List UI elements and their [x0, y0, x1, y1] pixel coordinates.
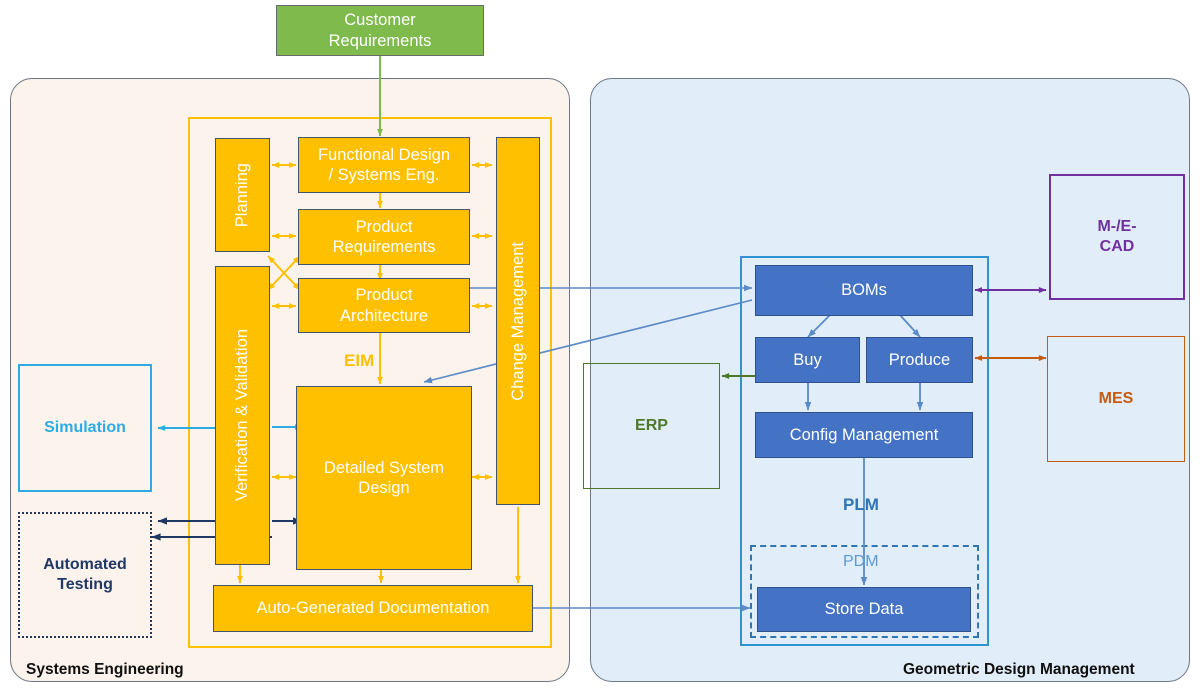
panel-systems-engineering	[10, 78, 570, 682]
node-mes-label: MES	[1098, 390, 1134, 408]
node-mcad-ecad-label: M-/E-CAD	[1097, 218, 1137, 255]
plm-frame	[740, 256, 989, 646]
panel-right-label: Geometric Design Management	[903, 661, 1135, 678]
node-config-management-label: Config Management	[789, 425, 939, 444]
node-buy-label: Buy	[793, 350, 822, 369]
node-auto-generated-documentation[interactable]: Auto-Generated Documentation	[213, 585, 533, 632]
node-mcad-ecad[interactable]: M-/E-CAD	[1049, 174, 1185, 300]
node-change-management-label: Change Management	[508, 241, 527, 401]
node-config-management[interactable]: Config Management	[755, 412, 973, 458]
caption-eim: EIM	[344, 351, 375, 370]
node-boms[interactable]: BOMs	[755, 265, 973, 316]
node-change-management[interactable]: Change Management	[496, 137, 540, 505]
node-auto-generated-documentation-label: Auto-Generated Documentation	[256, 599, 490, 618]
eim-frame	[188, 117, 552, 648]
node-planning-label: Planning	[233, 162, 252, 228]
node-erp-label: ERP	[635, 417, 668, 435]
node-store-data[interactable]: Store Data	[757, 587, 971, 632]
node-produce-label: Produce	[888, 350, 951, 369]
node-verification-validation-label: Verification & Validation	[233, 329, 252, 502]
node-verification-validation[interactable]: Verification & Validation	[215, 266, 270, 565]
node-functional-design[interactable]: Functional Design/ Systems Eng.	[298, 137, 470, 193]
node-boms-label: BOMs	[841, 281, 887, 300]
node-simulation[interactable]: Simulation	[18, 364, 152, 492]
node-simulation-label: Simulation	[44, 419, 126, 437]
caption-pdm: PDM	[843, 553, 879, 570]
node-store-data-label: Store Data	[824, 600, 904, 619]
node-buy[interactable]: Buy	[755, 337, 860, 383]
node-produce[interactable]: Produce	[866, 337, 973, 383]
node-functional-design-label: Functional Design/ Systems Eng.	[317, 145, 451, 184]
node-erp[interactable]: ERP	[583, 363, 720, 489]
node-mes[interactable]: MES	[1047, 336, 1185, 462]
panel-left-label: Systems Engineering	[26, 661, 184, 678]
node-planning[interactable]: Planning	[215, 138, 270, 252]
caption-plm: PLM	[843, 495, 879, 514]
